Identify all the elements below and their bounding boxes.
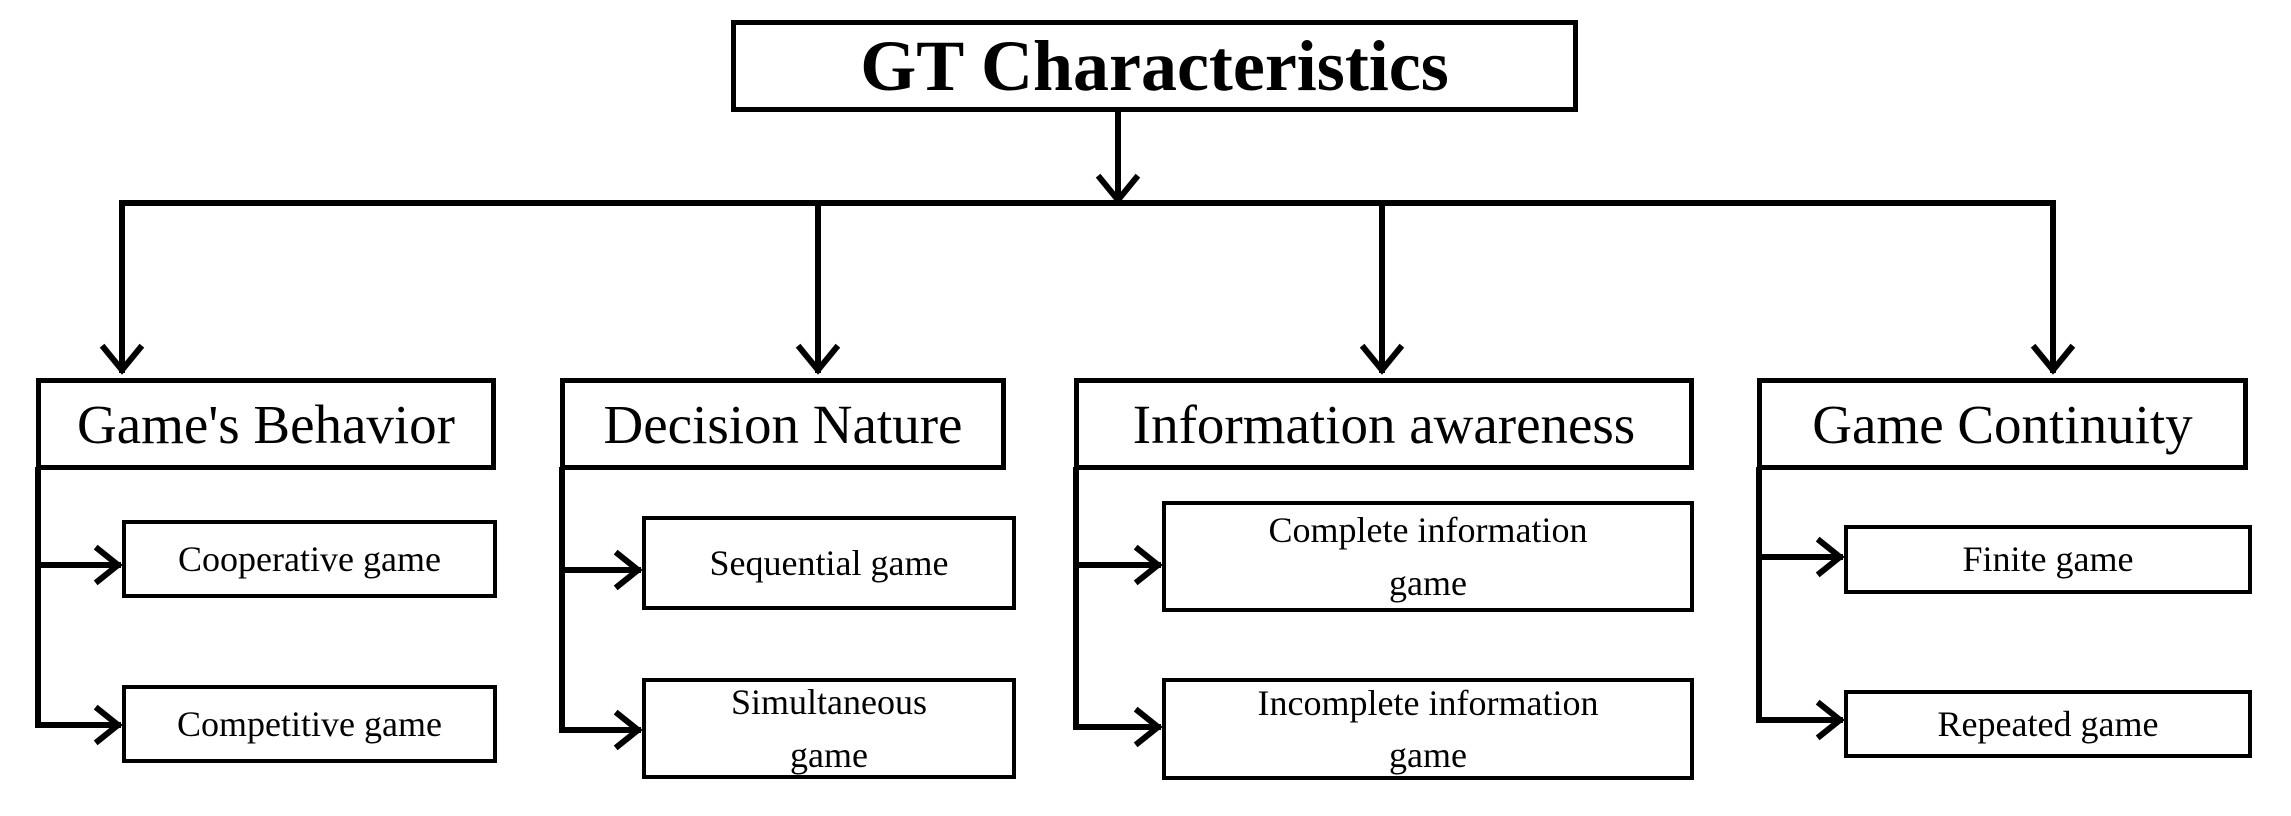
leaf-simultaneous-game: Simultaneous game: [642, 678, 1016, 779]
category-decision-nature: Decision Nature: [560, 378, 1006, 470]
root-node-title: GT Characteristics: [731, 20, 1578, 112]
leaf-incomplete-information-game: Incomplete information game: [1162, 678, 1694, 780]
category-games-behavior: Game's Behavior: [36, 378, 496, 470]
leaf-sequential-game: Sequential game: [642, 516, 1016, 610]
leaf-competitive-game: Competitive game: [122, 685, 497, 763]
leaf-complete-information-game: Complete information game: [1162, 501, 1694, 612]
leaf-cooperative-game: Cooperative game: [122, 520, 497, 598]
leaf-finite-game: Finite game: [1844, 525, 2252, 594]
category-game-continuity: Game Continuity: [1757, 378, 2248, 470]
leaf-repeated-game: Repeated game: [1844, 690, 2252, 758]
category-information-awareness: Information awareness: [1074, 378, 1694, 470]
